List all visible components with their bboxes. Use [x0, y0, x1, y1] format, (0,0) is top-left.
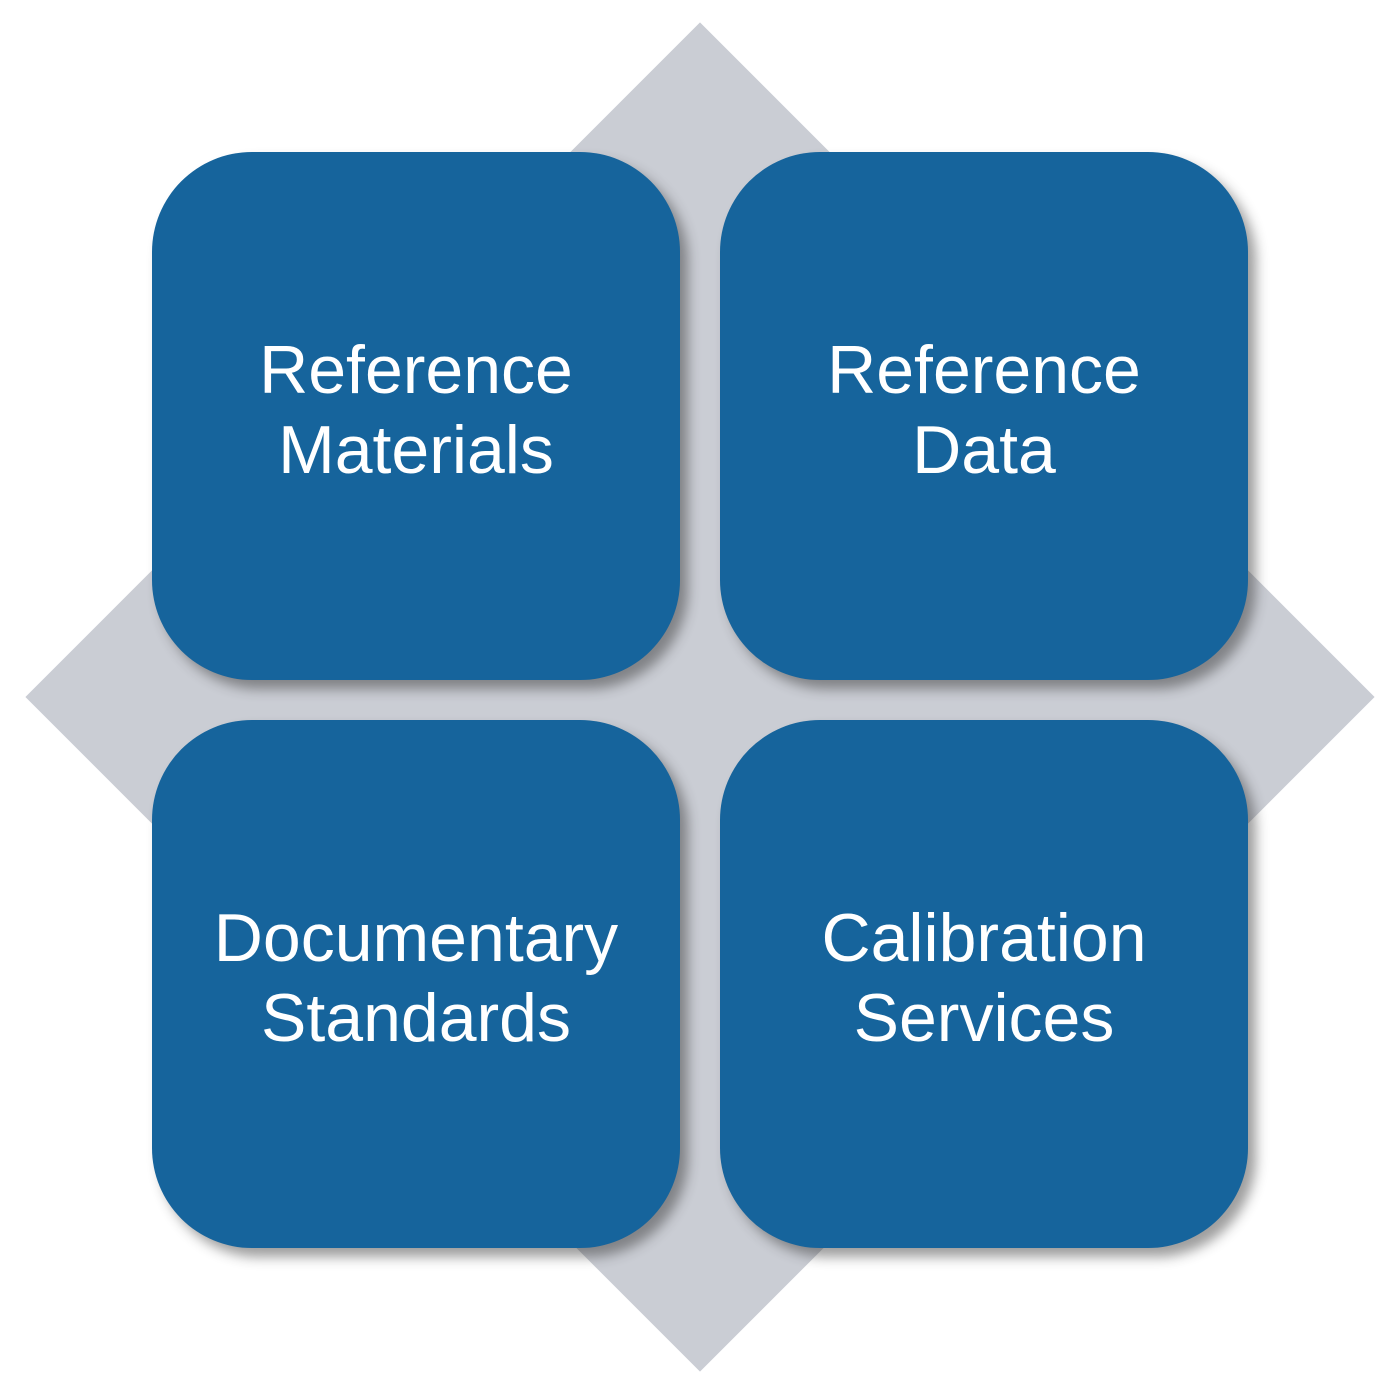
label-line: Reference	[827, 331, 1141, 408]
label-line: Data	[912, 412, 1056, 488]
label-line: Services	[853, 980, 1115, 1056]
box-reference-materials: Reference Materials	[152, 152, 680, 680]
box-documentary-standards: Documentary Standards	[152, 720, 680, 1248]
label-line: Materials	[278, 412, 554, 488]
label-line: Documentary	[213, 899, 619, 976]
label-line: Calibration	[821, 899, 1147, 976]
box-documentary-standards-label: Documentary Standards	[214, 898, 618, 1058]
box-calibration-services: Calibration Services	[720, 720, 1248, 1248]
box-reference-data-label: Reference Data	[827, 330, 1141, 490]
label-line: Standards	[261, 980, 571, 1056]
box-calibration-services-label: Calibration Services	[821, 898, 1146, 1058]
box-reference-materials-label: Reference Materials	[259, 330, 573, 490]
box-reference-data: Reference Data	[720, 152, 1248, 680]
label-line: Reference	[259, 331, 573, 408]
